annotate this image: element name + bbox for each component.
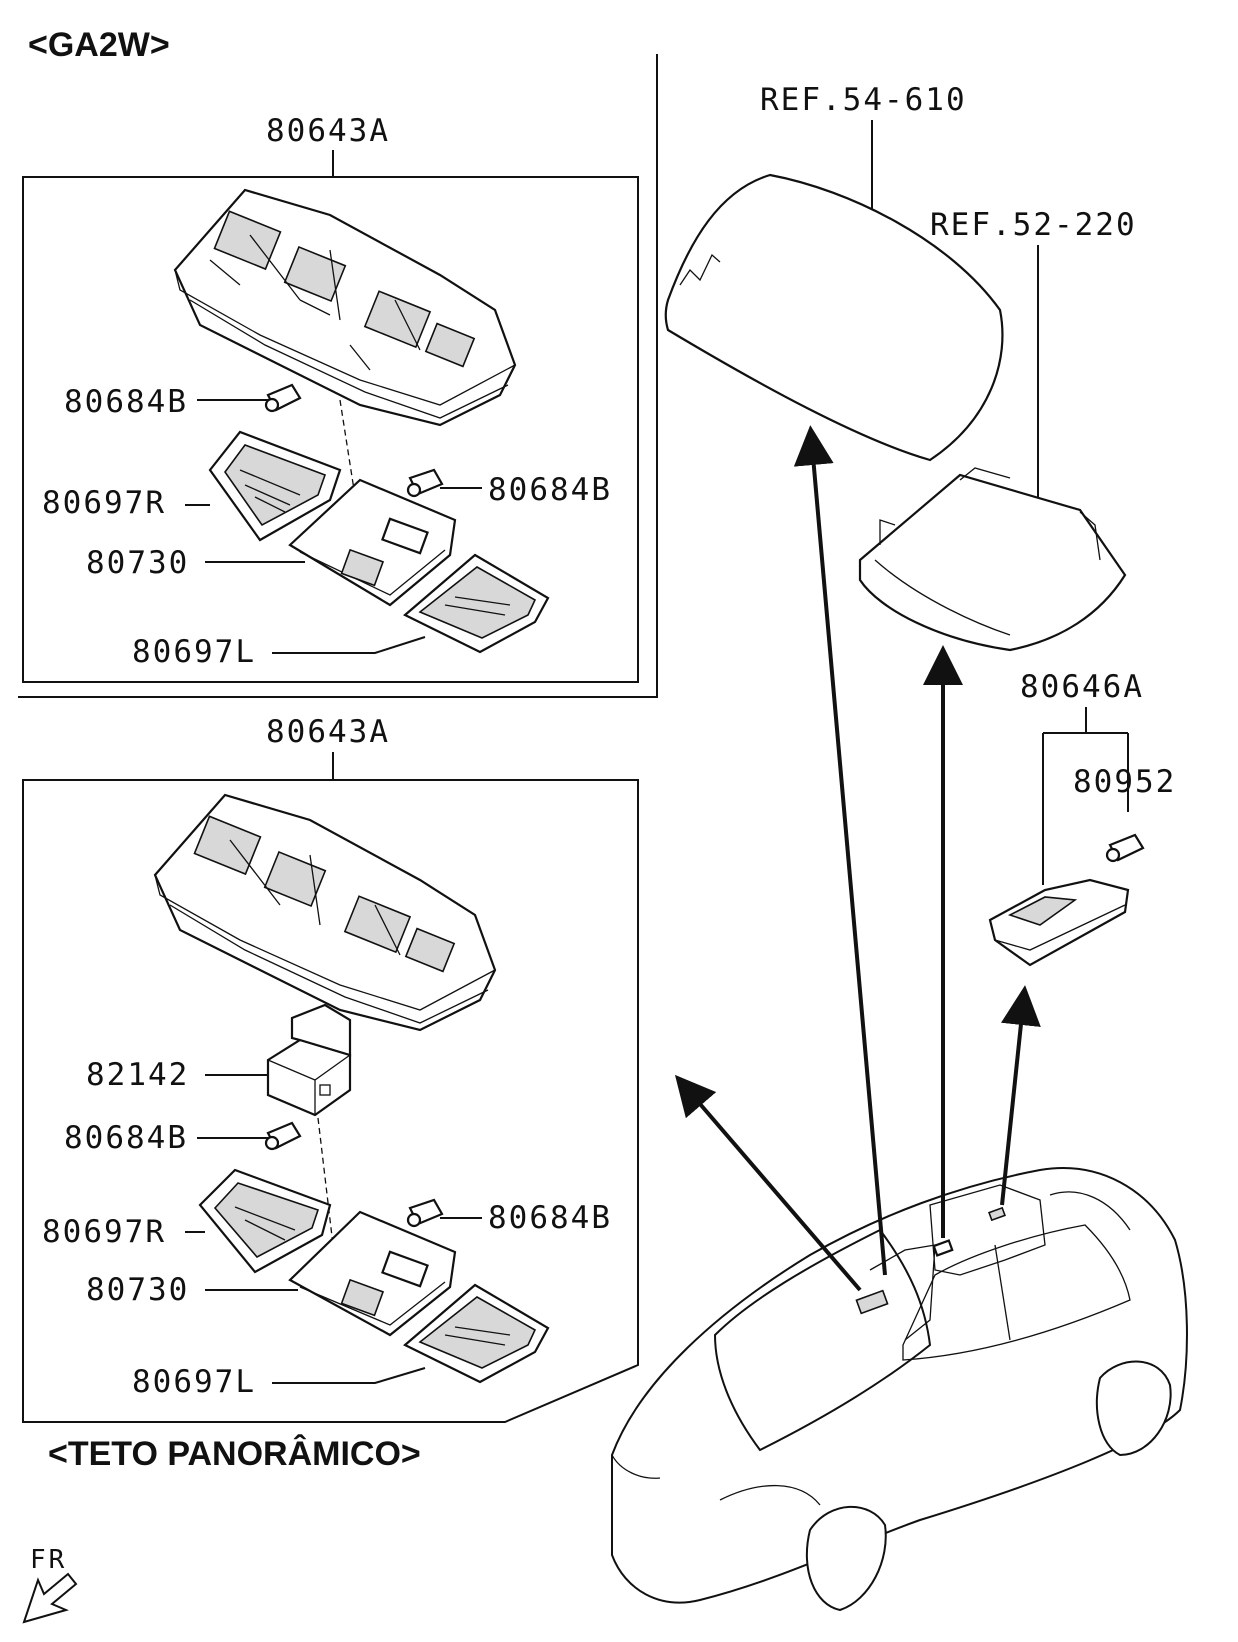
part-label-80697r-top[interactable]: 80697R xyxy=(42,485,166,521)
lamp-body-icon xyxy=(288,478,457,607)
bulb-icon xyxy=(264,1121,302,1151)
assembly-axis xyxy=(317,1117,334,1246)
lens-right-icon xyxy=(198,1168,332,1274)
bulb-icon xyxy=(406,468,444,498)
bulb-icon xyxy=(406,1198,444,1228)
leader-line xyxy=(272,636,426,654)
part-label-80697l-bottom[interactable]: 80697L xyxy=(132,1364,256,1400)
leader-line xyxy=(1042,707,1129,885)
front-direction-arrow-icon xyxy=(22,1572,78,1624)
top-assembly-group: 80643A 80684B 80684B xyxy=(22,113,639,683)
part-label-80697l-top[interactable]: 80697L xyxy=(132,634,256,670)
switch-icon xyxy=(266,1003,352,1117)
part-label-80952[interactable]: 80952 xyxy=(1073,764,1176,800)
headliner-icon xyxy=(664,173,1004,462)
part-label-80730-bottom[interactable]: 80730 xyxy=(86,1272,189,1308)
part-label-80730-top[interactable]: 80730 xyxy=(86,545,189,581)
part-label-80643a-top[interactable]: 80643A xyxy=(266,113,390,149)
top-assembly-frame xyxy=(22,176,639,683)
roof-mount-point xyxy=(932,1239,954,1257)
rear-lamp-icon xyxy=(988,878,1130,967)
leader-line xyxy=(272,1367,426,1384)
part-label-82142[interactable]: 82142 xyxy=(86,1057,189,1093)
variant-heading-panoramic-roof: <TETO PANORÂMICO> xyxy=(48,1435,421,1473)
roof-panel-icon xyxy=(858,467,1127,652)
part-label-80684b-top-left[interactable]: 80684B xyxy=(64,384,188,420)
rear-lamp-mount-point xyxy=(988,1206,1006,1222)
variant-heading-ga2w: <GA2W> xyxy=(28,26,170,64)
location-arrow-headliner xyxy=(793,425,887,1276)
bottom-assembly-frame xyxy=(22,779,639,1423)
part-label-80684b-top-right[interactable]: 80684B xyxy=(488,472,612,508)
ref-label-52-220[interactable]: REF.52-220 xyxy=(930,207,1137,243)
console-mount-point xyxy=(855,1289,889,1315)
part-label-80684b-bottom-left[interactable]: 80684B xyxy=(64,1120,188,1156)
lamp-body-icon xyxy=(288,1210,457,1337)
lens-left-icon xyxy=(403,553,550,654)
console-housing-icon xyxy=(173,188,517,427)
bulb-icon xyxy=(264,383,302,413)
front-direction-label: FR xyxy=(30,1545,67,1575)
part-label-80684b-bottom-right[interactable]: 80684B xyxy=(488,1200,612,1236)
part-label-80697r-bottom[interactable]: 80697R xyxy=(42,1214,166,1250)
lens-left-icon xyxy=(403,1283,550,1384)
location-arrow-rear-lamp xyxy=(1000,985,1041,1206)
bulb-icon xyxy=(1105,833,1145,863)
group-divider-top xyxy=(18,54,658,698)
ref-label-54-610[interactable]: REF.54-610 xyxy=(760,82,967,118)
lens-right-icon xyxy=(208,430,342,542)
vehicle-outline xyxy=(611,1167,1188,1612)
location-arrow-console xyxy=(674,1074,862,1292)
part-label-80646a[interactable]: 80646A xyxy=(1020,669,1144,705)
part-label-80643a-bottom[interactable]: 80643A xyxy=(266,714,390,750)
console-housing-icon xyxy=(153,793,497,1032)
bottom-assembly-group: 80643A 82142 80684B xyxy=(22,714,639,1423)
